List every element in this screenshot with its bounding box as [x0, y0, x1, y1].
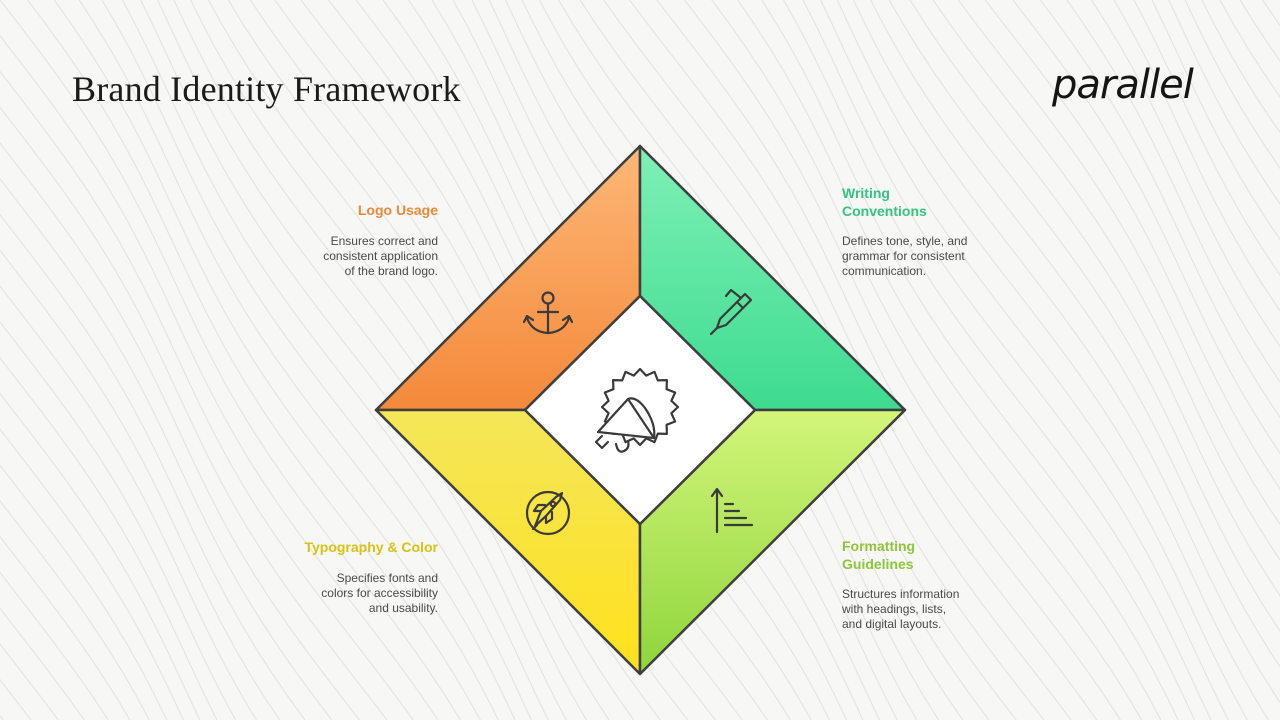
background-line — [984, 0, 1280, 490]
background-line — [820, 0, 1248, 720]
background-line — [78, 0, 516, 720]
writing-conventions-desc-line: communication. — [842, 264, 927, 278]
background-line — [909, 0, 1280, 597]
background-line — [0, 571, 109, 720]
background-line — [656, 0, 1121, 720]
logo-usage-description: Ensures correct and consistent applicati… — [323, 234, 438, 279]
background-line — [0, 34, 439, 720]
background-line — [0, 321, 237, 720]
background-line — [1066, 0, 1280, 383]
background-line — [27, 0, 481, 720]
background-line — [1012, 0, 1280, 455]
brand-logo: parallel — [1052, 62, 1194, 108]
writing-conventions-title-line: Writing — [842, 185, 890, 201]
typography-color-description: Specifies fonts and colors for accessibi… — [321, 571, 438, 616]
background-line — [836, 0, 1269, 720]
background-line — [870, 0, 1280, 668]
background-line — [0, 0, 461, 720]
typography-color-title: Typography & Color — [304, 539, 438, 555]
sort-list-icon — [710, 487, 754, 534]
background-line — [0, 500, 150, 720]
background-line — [802, 0, 1229, 720]
background-line — [1113, 0, 1280, 312]
background-line — [0, 106, 388, 720]
background-line — [121, 0, 549, 720]
background-line — [0, 428, 184, 720]
rocket-icon — [525, 490, 571, 536]
background-line — [711, 0, 1162, 720]
formatting-guidelines-title-line: Formatting — [842, 538, 916, 554]
background-line — [0, 213, 306, 720]
background-line — [888, 0, 1280, 633]
background-line — [0, 392, 201, 720]
background-line — [1090, 0, 1280, 348]
typography-color-desc-line: Specifies fonts and — [336, 571, 438, 585]
background-line — [0, 70, 414, 720]
background-line — [1168, 0, 1280, 205]
background-line — [1151, 0, 1280, 241]
logo-usage-desc-line: Ensures correct and — [330, 234, 438, 248]
background-line — [140, 0, 567, 720]
background-line — [629, 0, 1098, 720]
background-line — [173, 0, 610, 720]
logo-usage-desc-line: consistent application — [323, 249, 438, 263]
background-line — [1133, 0, 1280, 276]
formatting-guidelines-description: Structures information with headings, li… — [842, 587, 959, 632]
writing-conventions-title: Writing Conventions — [842, 184, 927, 220]
logo-usage-desc-line: of the brand logo. — [344, 264, 438, 278]
background-line — [761, 0, 1196, 720]
background-line — [737, 0, 1179, 720]
background-line — [0, 285, 257, 720]
background-line — [0, 177, 333, 720]
megaphone-badge-icon — [594, 367, 680, 453]
writing-conventions-title-line: Conventions — [842, 203, 927, 219]
background-line — [53, 0, 499, 720]
formatting-guidelines-title-line: Guidelines — [842, 556, 914, 572]
background-line — [157, 0, 588, 720]
background-line — [0, 142, 360, 720]
background-line — [783, 0, 1212, 720]
background-line — [0, 464, 168, 720]
formatting-guidelines-desc-line: Structures information — [842, 587, 960, 601]
background-line — [1201, 0, 1280, 134]
writing-conventions-desc-line: Defines tone, style, and — [842, 234, 968, 248]
writing-conventions-description: Defines tone, style, and grammar for con… — [842, 234, 967, 279]
pen-icon — [709, 288, 753, 336]
background-line — [932, 0, 1280, 561]
background-line — [0, 535, 131, 720]
background-line — [957, 0, 1280, 526]
background-line — [0, 249, 281, 720]
logo-usage-title: Logo Usage — [357, 202, 438, 218]
typography-color-desc-line: and usability. — [368, 601, 438, 615]
page-title: Brand Identity Framework — [72, 69, 461, 109]
background-line — [1039, 0, 1280, 419]
background-line — [101, 0, 532, 720]
typography-color-desc-line: colors for accessibility — [321, 586, 438, 600]
formatting-guidelines-desc-line: and digital layouts. — [842, 617, 942, 631]
background-line — [0, 356, 218, 720]
anchor-icon — [522, 291, 574, 335]
formatting-guidelines-desc-line: with headings, lists, — [842, 602, 947, 616]
formatting-guidelines-title: Formatting Guidelines — [842, 537, 915, 573]
background-line — [852, 0, 1280, 704]
background-line — [1184, 0, 1280, 170]
background-line — [684, 0, 1143, 720]
writing-conventions-desc-line: grammar for consistent — [842, 249, 965, 263]
